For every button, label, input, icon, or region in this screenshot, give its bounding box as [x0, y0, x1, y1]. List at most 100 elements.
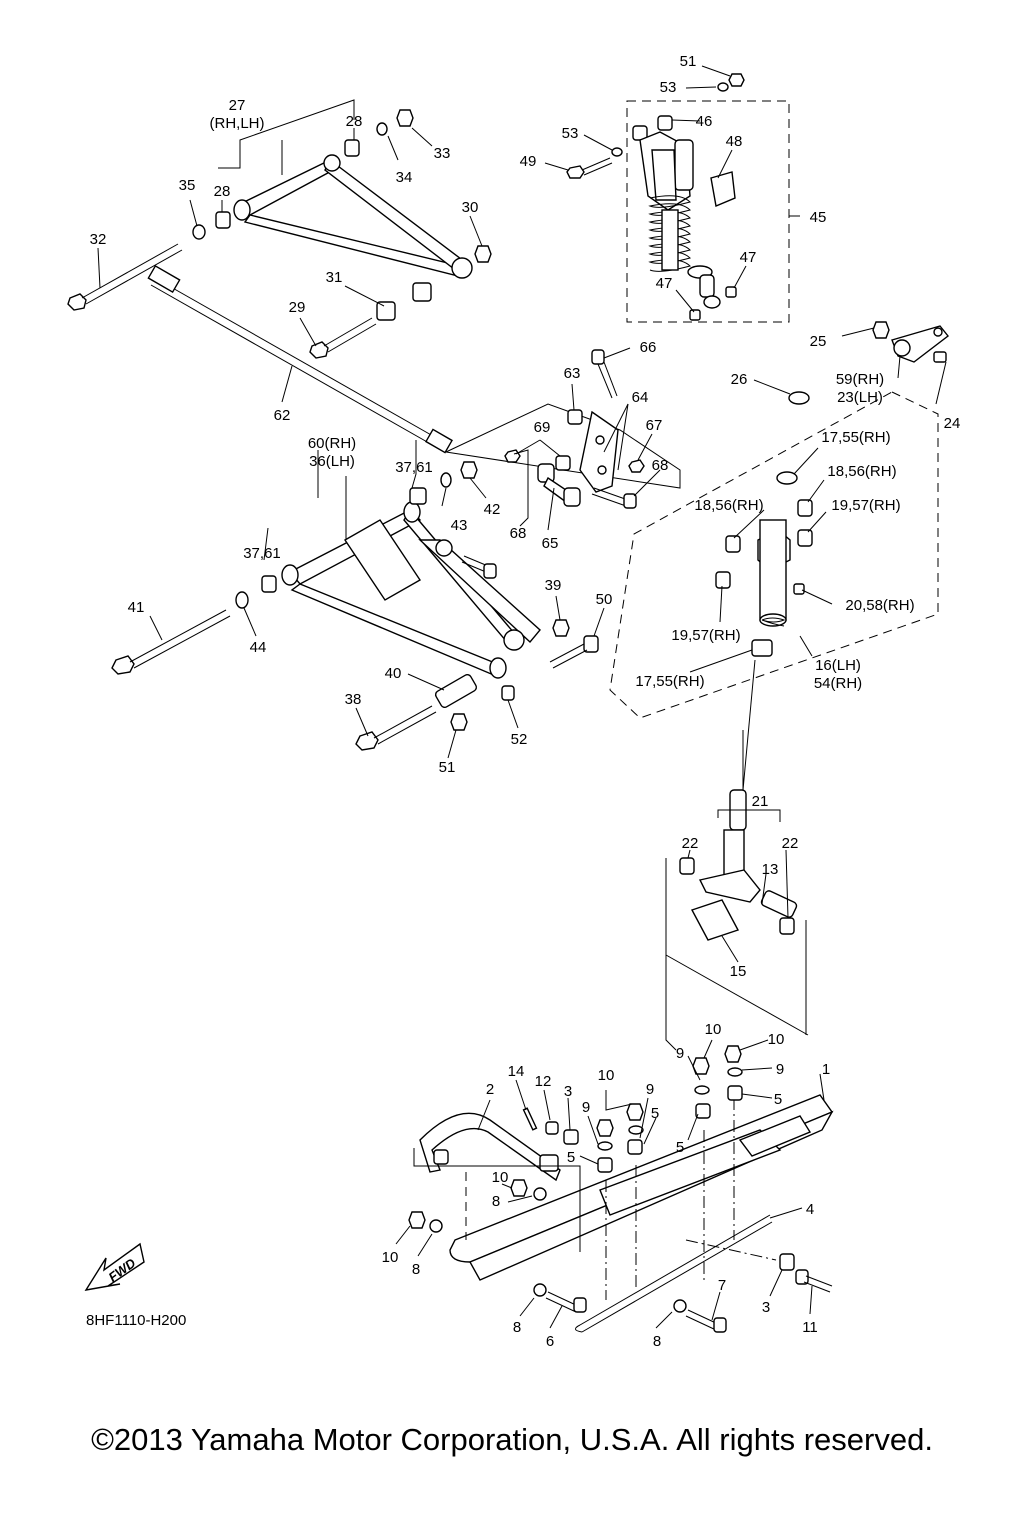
bushing-37-top [409, 487, 427, 505]
callout-label-22b: 22 [782, 835, 799, 852]
callout-label-10d: 10 [492, 1169, 509, 1186]
bolt-49 [566, 157, 613, 179]
collar-47-left [689, 309, 701, 321]
callout-label-50: 50 [596, 591, 613, 608]
collar-12 [545, 1121, 559, 1135]
washer-44 [235, 591, 249, 609]
torsion-bar-62 [147, 264, 453, 454]
collar-46 [657, 115, 673, 131]
bolt-32 [67, 243, 183, 311]
washer-8-a [533, 1187, 547, 1201]
callout-label-12: 12 [535, 1073, 552, 1090]
callout-label-11: 11 [802, 1319, 818, 1336]
callout-label-40: 40 [385, 665, 402, 682]
bushing-22-right [779, 917, 795, 935]
callout-label-68b: 68 [510, 525, 527, 542]
collar-5-c [695, 1103, 711, 1119]
callout-label-8b: 8 [412, 1261, 420, 1278]
callout-label-3a: 3 [564, 1083, 572, 1100]
callout-label-8c: 8 [513, 1319, 521, 1336]
callout-label-8d: 8 [653, 1333, 661, 1350]
nut-30 [474, 245, 492, 263]
washer-35 [192, 224, 206, 240]
callout-label-27sub: (RH,LH) [210, 115, 265, 132]
callout-label-3761b: 37,61 [243, 545, 281, 562]
lower-arm-36-60 [281, 501, 541, 679]
callout-label-15: 15 [730, 963, 747, 980]
callout-label-9a: 9 [676, 1045, 684, 1062]
callout-label-59: 59(RH) [836, 371, 884, 388]
fitting-20 [793, 583, 805, 595]
callout-label-51a: 51 [680, 53, 697, 70]
bolt-68-lower [461, 555, 497, 579]
spindle-16-54 [757, 471, 798, 627]
callout-label-1856b: 18,56(RH) [694, 497, 763, 514]
callout-label-43: 43 [451, 517, 468, 534]
pin-14 [522, 1107, 538, 1131]
bushing-18-left [725, 535, 741, 553]
collar-3-top [563, 1129, 579, 1145]
callout-label-42: 42 [484, 501, 501, 518]
collar-47-right [725, 286, 737, 298]
nut-10-e [510, 1179, 528, 1197]
copyright-text: ©2013 Yamaha Motor Corporation, U.S.A. A… [91, 1422, 933, 1457]
washer-34 [376, 122, 388, 136]
callout-label-24: 24 [944, 415, 961, 432]
link-65 [537, 463, 581, 507]
collar-5-d [727, 1085, 743, 1101]
callout-label-10e: 10 [382, 1249, 399, 1266]
washer-8-d [673, 1299, 687, 1313]
leader-lines [97, 65, 947, 1329]
nut-10-b [626, 1103, 644, 1121]
callout-label-64: 64 [632, 389, 649, 406]
nut-33 [396, 109, 414, 127]
callout-label-35: 35 [179, 177, 196, 194]
callout-label-38: 38 [345, 691, 362, 708]
callout-label-27: 27 [229, 97, 246, 114]
bushing-28-left [215, 211, 231, 229]
fwd-arrow-icon: FWD [84, 1242, 145, 1291]
washer-9-c [694, 1085, 710, 1095]
diagram-code: 8HF1110-H200 [86, 1312, 186, 1329]
callout-label-14: 14 [508, 1063, 525, 1080]
washer-9-b [628, 1125, 644, 1135]
callout-label-47b: 47 [740, 249, 757, 266]
callout-label-1856a: 18,56(RH) [827, 463, 896, 480]
bolt-50 [549, 635, 599, 669]
collar-40 [434, 673, 478, 709]
bushing-37-left [261, 575, 277, 593]
shock-dashed-box [626, 100, 790, 323]
callout-label-66: 66 [640, 339, 657, 356]
callout-label-23: 23(LH) [837, 389, 883, 406]
callout-label-29: 29 [289, 299, 306, 316]
callout-label-5d: 5 [567, 1149, 575, 1166]
nut-39 [552, 619, 570, 637]
collar-31 [376, 301, 396, 321]
washer-8-b [429, 1219, 443, 1233]
washer-53-top [717, 82, 729, 92]
bolt-6 [545, 1291, 587, 1313]
callout-labels: 51535346484945474727(RH,LH)2828333435303… [90, 53, 961, 1350]
callout-label-1755a: 17,55(RH) [821, 429, 890, 446]
collar-13 [760, 890, 798, 918]
callout-label-2058: 20,58(RH) [845, 597, 914, 614]
callout-label-32: 32 [90, 231, 107, 248]
shock-absorber-group [566, 73, 800, 323]
washer-8-c [533, 1283, 547, 1297]
bushing-17-lower [751, 639, 773, 657]
nut-42 [460, 461, 478, 479]
nut-10-d [724, 1045, 742, 1063]
callout-label-3b: 3 [762, 1299, 770, 1316]
callout-label-39: 39 [545, 577, 562, 594]
collar-5-a [597, 1157, 613, 1173]
callout-label-46: 46 [696, 113, 713, 130]
bushing-18-right [797, 499, 813, 517]
callout-label-5b: 5 [676, 1139, 684, 1156]
callout-label-63: 63 [564, 365, 581, 382]
stopper-15 [690, 899, 740, 941]
collar-69 [555, 455, 571, 471]
callout-label-13: 13 [762, 861, 779, 878]
callout-label-68a: 68 [652, 457, 669, 474]
callout-label-10a: 10 [705, 1021, 722, 1038]
cover-48 [710, 171, 736, 207]
